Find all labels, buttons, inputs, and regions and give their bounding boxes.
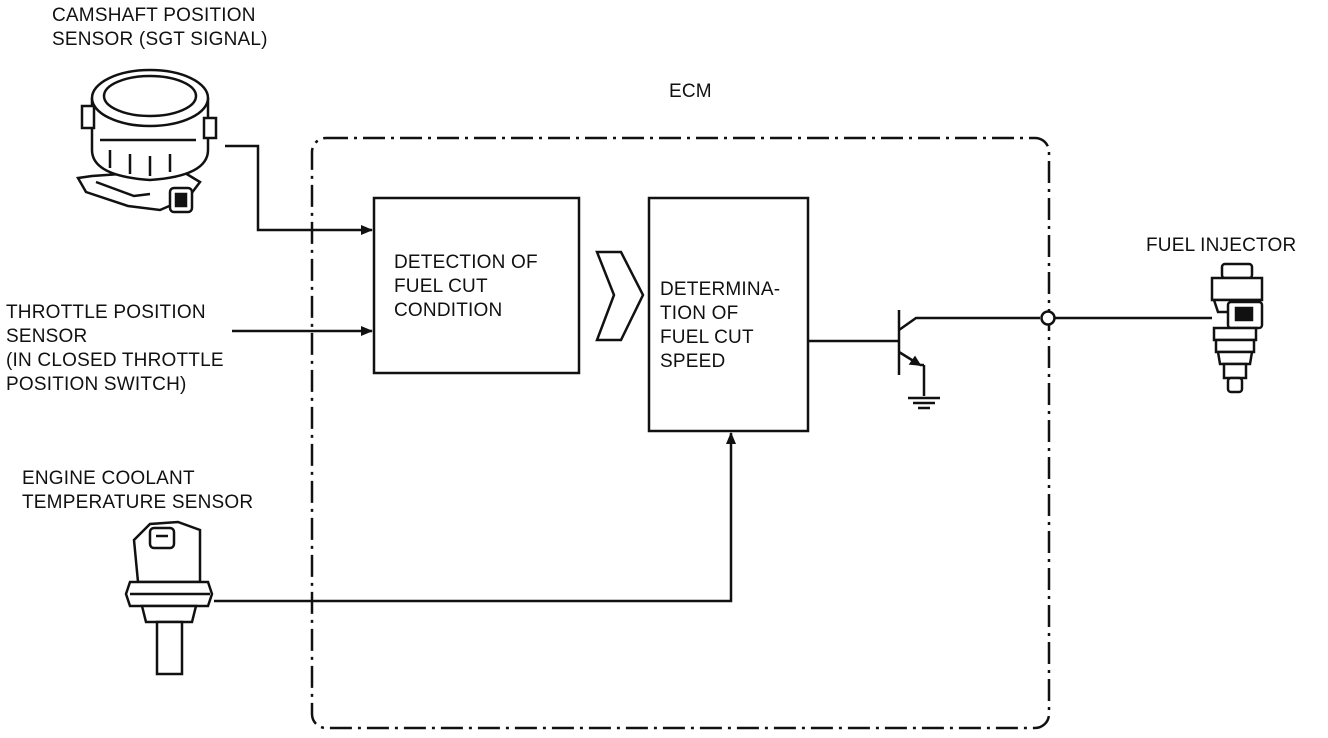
determination-label-line4: SPEED xyxy=(660,351,726,372)
process-arrow xyxy=(595,250,645,342)
detection-block-label: DETECTION OF FUEL CUT CONDITION xyxy=(394,251,538,323)
throttle-sensor-label: THROTTLE POSITION SENSOR (IN CLOSED THRO… xyxy=(6,301,224,397)
ecm-boundary xyxy=(310,136,1051,730)
ecm-label: ECM xyxy=(669,81,712,102)
determination-block xyxy=(647,196,810,433)
transistor-icon xyxy=(897,310,1040,396)
detection-label-line2: FUEL CUT xyxy=(394,276,488,297)
throttle-label-line1: THROTTLE POSITION xyxy=(6,302,206,323)
camshaft-label-line2: SENSOR (SGT SIGNAL) xyxy=(52,29,268,50)
coolant-signal-line xyxy=(214,432,736,603)
determination-label-line2: TION OF xyxy=(660,303,739,324)
ground-icon xyxy=(908,396,940,410)
camshaft-label-line1: CAMSHAFT POSITION xyxy=(52,5,256,26)
coolant-label-line1: ENGINE COOLANT xyxy=(22,468,195,489)
camshaft-sensor-icon xyxy=(76,68,218,214)
throttle-label-line2: SENSOR xyxy=(6,326,88,347)
coolant-sensor-label: ENGINE COOLANT TEMPERATURE SENSOR xyxy=(22,467,253,515)
coolant-sensor-icon xyxy=(124,520,214,676)
determination-block-label: DETERMINA- TION OF FUEL CUT SPEED xyxy=(660,278,780,374)
determination-label-line3: FUEL CUT xyxy=(660,327,754,348)
fuel-injector-icon xyxy=(1210,262,1264,394)
determination-label-line1: DETERMINA- xyxy=(660,279,781,300)
fuel-injector-label: FUEL INJECTOR xyxy=(1146,235,1297,256)
coolant-label-line2: TEMPERATURE SENSOR xyxy=(22,492,254,513)
throttle-label-line4: POSITION SWITCH) xyxy=(6,374,187,395)
camshaft-sensor-label: CAMSHAFT POSITION SENSOR (SGT SIGNAL) xyxy=(52,4,268,52)
detection-label-line3: CONDITION xyxy=(394,300,503,321)
camshaft-signal-line xyxy=(225,144,373,235)
detection-label-line1: DETECTION OF xyxy=(394,252,538,273)
throttle-label-line3: (IN CLOSED THROTTLE xyxy=(6,350,224,371)
ecm-terminal xyxy=(1040,310,1056,326)
detection-block xyxy=(372,196,581,375)
